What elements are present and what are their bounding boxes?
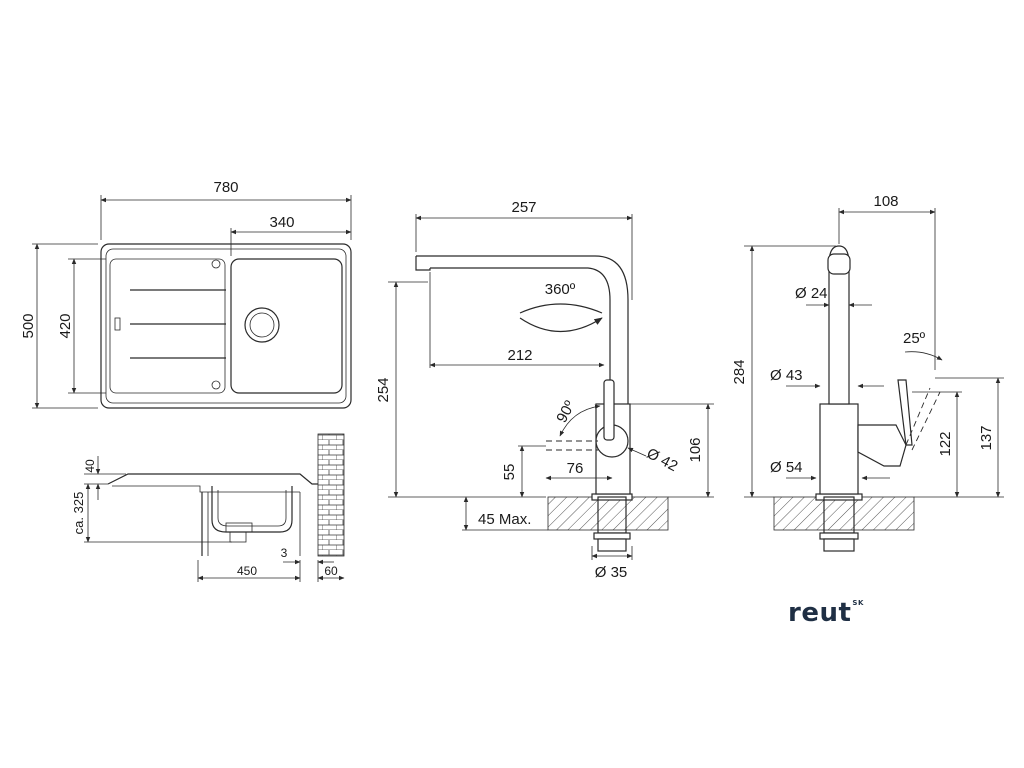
total-handle-height-label: 137	[978, 425, 995, 450]
faucet-body	[819, 403, 859, 495]
drain-fitting	[225, 522, 253, 533]
lever-angle-arc	[559, 404, 601, 437]
worktop-line	[107, 473, 318, 485]
worktop-section	[547, 496, 669, 531]
mounting-nut	[819, 532, 859, 540]
drain-pipe	[229, 531, 247, 543]
spout-head	[827, 253, 851, 275]
lever-height-label: 55	[501, 464, 518, 481]
brand-superscript: SK	[852, 599, 864, 608]
width-label: 780	[213, 179, 238, 196]
rotation-arc-bottom	[519, 317, 603, 333]
mounting-nut	[593, 532, 631, 540]
faucet-side-view: 257 360º 212 254 90º Ø 42 76 55 106 45 M…	[375, 199, 714, 581]
sink-outline	[100, 243, 352, 409]
spout-inner	[430, 267, 611, 395]
cabinet-label: 450	[237, 564, 257, 578]
hole-label: Ø 35	[595, 564, 628, 581]
handle-open-position	[911, 391, 941, 451]
mounting-bolt	[823, 538, 855, 552]
height-label: 254	[375, 377, 392, 402]
spout-outer	[416, 255, 629, 494]
overflow-slot	[114, 317, 121, 331]
handle-open-position	[905, 387, 931, 446]
drain-inner	[249, 312, 275, 338]
sink-section-view: 40 ca. 325 450 3 60	[71, 433, 345, 582]
base-height-label: 106	[687, 437, 704, 462]
rim-label: 40	[83, 459, 97, 473]
gap-label: 3	[281, 546, 288, 560]
mounting-bolt	[597, 538, 627, 552]
body-diameter-label: Ø 43	[770, 367, 803, 384]
outer-depth-label: 500	[20, 313, 37, 338]
drain-outer	[244, 307, 280, 343]
inner-depth-label: 420	[57, 313, 74, 338]
depth-label: ca. 325	[71, 492, 86, 535]
lever-angle-label: 90º	[553, 398, 579, 426]
spout-column	[828, 263, 850, 405]
rotation-label: 360º	[545, 281, 576, 298]
drainer-section	[112, 485, 300, 493]
drainer-area	[109, 258, 226, 394]
spout-diameter-label: Ø 24	[795, 285, 828, 302]
brand-logo: reutSK	[788, 598, 864, 628]
rotation-arc-top	[519, 303, 603, 314]
worktop-label: 45 Max.	[478, 511, 531, 528]
faucet-front-view: 108 Ø 24 284 25º Ø 43 Ø 54 122 137	[731, 193, 1004, 552]
brand-name: reut	[788, 598, 852, 628]
bowl-width-label: 340	[269, 214, 294, 231]
tap-hole-bottom	[211, 380, 221, 390]
reach-label: 257	[511, 199, 536, 216]
brick-wall	[317, 433, 345, 557]
height-label: 284	[731, 359, 748, 384]
reach-label: 108	[873, 193, 898, 210]
spout-offset-label: 212	[507, 347, 532, 364]
handle-housing	[857, 424, 907, 467]
base-diameter-label: Ø 54	[770, 459, 803, 476]
lever-reach-label: 76	[567, 460, 584, 477]
handle-angle-arc	[904, 351, 943, 361]
lever-handle	[603, 379, 615, 441]
sink-inner-rim	[105, 248, 347, 404]
handle-height-label: 122	[937, 431, 954, 456]
handle-lever	[897, 379, 913, 446]
handle-angle-label: 25º	[903, 330, 926, 347]
bowl-inner	[217, 490, 287, 527]
body-diameter-label: Ø 42	[644, 445, 681, 475]
worktop-section	[773, 496, 915, 531]
sink-top-view: 780 340 500 420	[20, 179, 352, 409]
bowl-section	[211, 486, 293, 533]
wall-label: 60	[324, 564, 338, 578]
spout-tip	[415, 256, 431, 271]
sink-bowl	[230, 258, 343, 394]
tap-hole-top	[211, 259, 221, 269]
